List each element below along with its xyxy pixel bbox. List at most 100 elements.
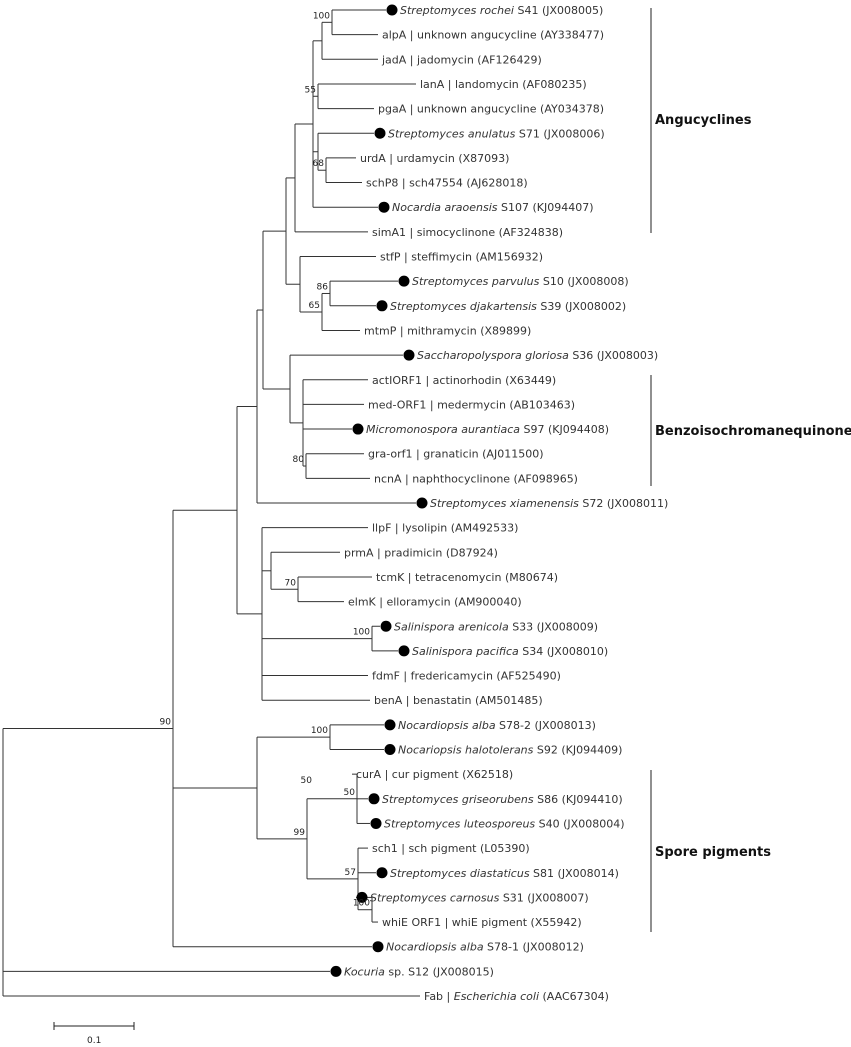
leaf-species: Streptomyces xiamenensis [430, 497, 579, 510]
leaf-label: Saccharopolyspora gloriosa S36 (JX008003… [417, 349, 658, 362]
bootstrap-value: 80 [293, 455, 305, 465]
leaf-label: Nocardiopsis alba S78-1 (JX008012) [386, 941, 584, 954]
leaf-label: Streptomyces parvulus S10 (JX008008) [412, 275, 629, 288]
leaf-label: Streptomyces anulatus S71 (JX008006) [388, 127, 605, 140]
leaf-label: pgaA | unknown angucycline (AY034378) [378, 103, 604, 116]
leaf-label: whiE ORF1 | whiE pigment (X55942) [382, 916, 582, 929]
leaf-species: Nocardiopsis alba [386, 941, 484, 954]
leaf-text: curA | cur pigment (X62518) [356, 768, 513, 781]
leaf-species: Nocariopsis halotolerans [398, 744, 534, 757]
leaf-text: mtmP | mithramycin (X89899) [364, 324, 531, 337]
leaf-label: ncnA | naphthocyclinone (AF098965) [374, 472, 578, 485]
leaf-label: schP8 | sch47554 (AJ628018) [366, 177, 528, 190]
leaf-text: gra-orf1 | granaticin (AJ011500) [368, 448, 543, 461]
leaf-label: Kocuria sp. S12 (JX008015) [344, 965, 494, 978]
leaf-label: mtmP | mithramycin (X89899) [364, 324, 531, 337]
isolate-marker [378, 201, 390, 213]
bootstrap-value: 90 [160, 717, 172, 727]
bootstrap-value: 65 [309, 301, 320, 311]
leaf-text: prmA | pradimicin (D87924) [344, 546, 498, 559]
bootstrap-value: 100 [313, 11, 330, 21]
isolate-marker [356, 891, 368, 903]
group-spore-pigments: Spore pigments [650, 770, 771, 932]
leaf-species: Streptomyces luteosporeus [384, 817, 535, 830]
leaf-text: sch1 | sch pigment (L05390) [372, 842, 530, 855]
isolate-marker [386, 4, 398, 16]
leaf-accession: S41 (JX008005) [514, 4, 603, 17]
leaf-label: llpF | lysolipin (AM492533) [372, 522, 518, 535]
bootstrap-value: 68 [313, 159, 325, 169]
leaf-label: sch1 | sch pigment (L05390) [372, 842, 530, 855]
leaf-species: Salinispora arenicola [394, 620, 509, 633]
leaf-species: Streptomyces carnosus [370, 891, 500, 904]
isolate-marker [384, 744, 396, 755]
group-benzoisochromanequinones: Benzoisochromanequinones [650, 375, 851, 486]
leaf-species: Streptomyces anulatus [388, 127, 516, 140]
leaf-text: tcmK | tetracenomycin (M80674) [376, 571, 558, 584]
bootstrap-value: 50 [301, 776, 313, 786]
leaf-label: Streptomyces griseorubens S86 (KJ094410) [382, 793, 623, 806]
leaf-text: simA1 | simocyclinone (AF324838) [372, 226, 563, 239]
leaf-text: elmK | elloramycin (AM900040) [348, 596, 522, 609]
leaf-accession: S97 (KJ094408) [520, 423, 609, 436]
leaf-label: Nocardia araoensis S107 (KJ094407) [392, 201, 594, 214]
leaf-text: stfP | steffimycin (AM156932) [380, 251, 543, 264]
leaf-species: Nocardia araoensis [392, 201, 498, 214]
leaf-label: prmA | pradimicin (D87924) [344, 546, 498, 559]
bootstrap-value: 57 [345, 868, 356, 878]
isolate-marker [376, 300, 388, 312]
leaf-species: Kocuria [344, 965, 385, 978]
leaf-label: Salinispora pacifica S34 (JX008010) [412, 645, 608, 658]
tree-branches [2, 9, 420, 997]
leaf-labels: Streptomyces rochei S41 (JX008005) alpA |… [344, 4, 668, 1003]
leaf-label: actIORF1 | actinorhodin (X63449) [372, 374, 556, 387]
leaf-species: Streptomyces parvulus [412, 275, 540, 288]
leaf-text: llpF | lysolipin (AM492533) [372, 522, 518, 535]
leaf-text: urdA | urdamycin (X87093) [360, 152, 509, 165]
scale-bar-label: 0.1 [87, 1036, 101, 1046]
leaf-text: fdmF | fredericamycin (AF525490) [372, 670, 561, 683]
leaf-species: Streptomyces griseorubens [382, 793, 534, 806]
isolate-marker [416, 497, 428, 509]
isolate-marker [376, 867, 388, 879]
leaf-accession: S34 (JX008010) [519, 645, 608, 658]
leaf-accession: S33 (JX008009) [509, 620, 598, 633]
leaf-accession: S86 (KJ094410) [534, 793, 623, 806]
leaf-accession: S78-1 (JX008012) [484, 941, 584, 954]
leaf-text: med-ORF1 | medermycin (AB103463) [368, 398, 575, 411]
leaf-label: urdA | urdamycin (X87093) [360, 152, 509, 165]
bootstrap-value: 100 [353, 628, 370, 638]
isolate-marker [384, 719, 396, 731]
isolate-marker [368, 793, 380, 805]
leaf-species: Micromonospora aurantiaca [366, 423, 520, 436]
leaf-accession: S72 (JX008011) [579, 497, 668, 510]
leaf-text: ncnA | naphthocyclinone (AF098965) [374, 472, 578, 485]
leaf-label: jadA | jadomycin (AF126429) [381, 53, 542, 66]
leaf-accession: (AAC67304) [539, 990, 609, 1003]
leaf-label: Streptomyces xiamenensis S72 (JX008011) [430, 497, 668, 510]
isolate-marker [380, 620, 392, 632]
leaf-species: Streptomyces diastaticus [390, 867, 530, 880]
bootstrap-value: 50 [344, 788, 356, 798]
leaf-label: alpA | unknown angucycline (AY338477) [382, 29, 604, 42]
leaf-species: Saccharopolyspora gloriosa [417, 349, 569, 362]
leaf-text: pgaA | unknown angucycline (AY034378) [378, 103, 604, 116]
leaf-label: curA | cur pigment (X62518) [356, 768, 513, 781]
isolate-marker [370, 817, 382, 829]
leaf-label: tcmK | tetracenomycin (M80674) [376, 571, 558, 584]
leaf-label: simA1 | simocyclinone (AF324838) [372, 226, 563, 239]
leaf-text: whiE ORF1 | whiE pigment (X55942) [382, 916, 582, 929]
leaf-accession: S71 (JX008006) [515, 127, 604, 140]
bootstrap-value: 100 [311, 726, 328, 736]
leaf-species: Escherichia coli [454, 990, 539, 1003]
leaf-species: Streptomyces rochei [400, 4, 514, 17]
leaf-text: alpA | unknown angucycline (AY338477) [382, 29, 604, 42]
bootstrap-value: 86 [317, 282, 329, 292]
leaf-accession: S78-2 (JX008013) [496, 719, 596, 732]
leaf-label: lanA | landomycin (AF080235) [420, 78, 587, 91]
leaf-label: fdmF | fredericamycin (AF525490) [372, 670, 561, 683]
leaf-text: actIORF1 | actinorhodin (X63449) [372, 374, 556, 387]
leaf-label: Fab | Escherichia coli (AAC67304) [424, 990, 609, 1003]
